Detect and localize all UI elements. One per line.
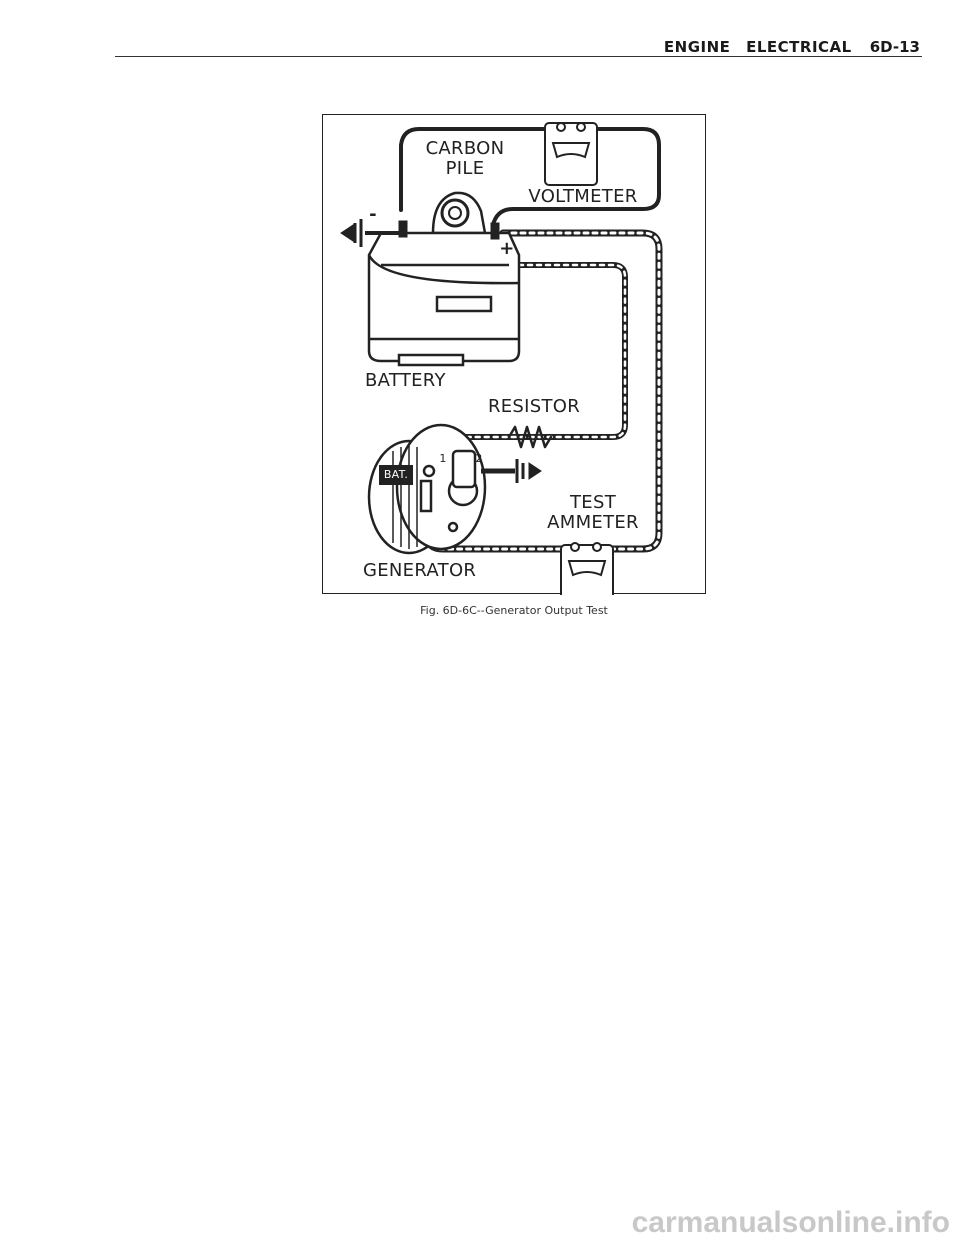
carbon-pile-line-2: PILE (445, 158, 485, 179)
figure-frame: CARBON PILE VOLTMETER - + BATTERY RESIST… (322, 114, 706, 595)
test-ammeter-line-2: AMMETER (547, 512, 639, 533)
label-battery: BATTERY (365, 370, 446, 391)
carbon-pile (431, 191, 487, 235)
voltmeter (544, 122, 598, 186)
label-voltmeter: VOLTMETER (528, 186, 638, 207)
label-terminal-bat: BAT. (379, 465, 413, 485)
label-carbon-pile: CARBON PILE (415, 139, 515, 179)
label-terminal-2: 2 (475, 452, 483, 465)
battery (367, 231, 521, 367)
label-test-ammeter: TEST AMMETER (533, 493, 653, 533)
generator (367, 423, 487, 555)
carbon-pile-line-1: CARBON (425, 138, 505, 159)
resistor-symbol (507, 425, 553, 449)
label-positive: + (499, 238, 515, 259)
page-header: ENGINE ELECTRICAL (663, 38, 852, 56)
label-resistor: RESISTOR (487, 396, 581, 417)
watermark: carmanualsonline.info (631, 1206, 950, 1239)
voltmeter-wire (399, 127, 661, 227)
figure-caption: Fig. 6D-6C--Generator Output Test (420, 604, 608, 617)
test-ammeter-line-1: TEST (570, 492, 616, 513)
label-generator: GENERATOR (363, 560, 477, 581)
header-rule (115, 56, 922, 57)
wiring-diagram (340, 122, 663, 595)
page-number: 6D-13 (869, 38, 920, 56)
label-terminal-1: 1 (439, 452, 447, 465)
test-ammeter (560, 542, 614, 595)
label-negative: - (369, 204, 377, 225)
